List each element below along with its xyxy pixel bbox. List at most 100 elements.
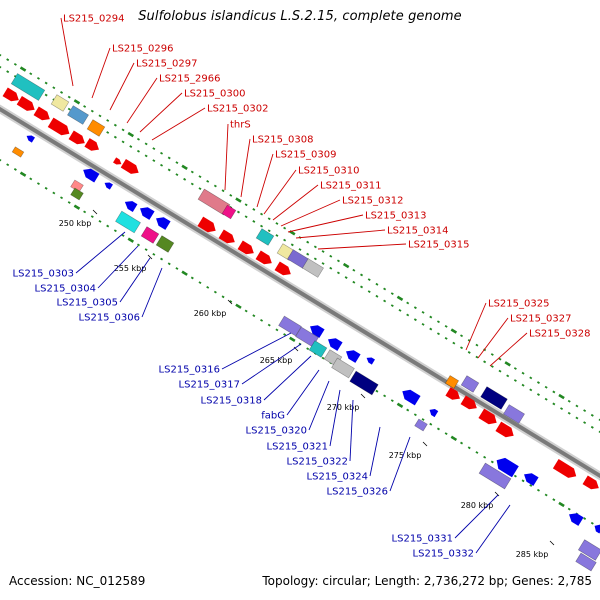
gc-dot [60, 91, 64, 94]
reverse-gene [569, 513, 584, 526]
gene-box [478, 462, 512, 490]
gc-dot [260, 319, 264, 322]
gene-arrow [124, 201, 138, 212]
label-reverse-gene: fabG [261, 411, 285, 422]
gc-dot [321, 250, 325, 253]
cog-feature [575, 552, 597, 572]
gc-dot [289, 336, 296, 342]
gc-dot [583, 409, 587, 413]
cog-feature [155, 235, 175, 253]
gc-dot [0, 65, 2, 69]
gc-dot [113, 229, 117, 233]
gc-dot [467, 446, 471, 450]
gene-arrow [346, 350, 361, 363]
gc-dot [106, 224, 110, 228]
callout-line [75, 231, 126, 274]
reverse-gene [524, 473, 539, 486]
gc-dot [342, 262, 350, 269]
gc-dot [167, 156, 171, 160]
reverse-gene [26, 135, 35, 143]
gc-dot [144, 248, 148, 252]
gene-arrow [552, 459, 577, 478]
gc-dot [152, 159, 156, 162]
gc-dot [44, 81, 48, 85]
cog-feature [115, 210, 141, 234]
gc-dot [290, 243, 294, 247]
label-reverse-gene: LS215_0306 [79, 313, 140, 324]
label-forward-gene: LS215_0311 [320, 181, 381, 192]
gc-dot [460, 441, 464, 445]
callout-line [295, 229, 386, 239]
gene-arrow [495, 421, 514, 438]
gc-dot [13, 62, 17, 66]
gc-dot [436, 332, 440, 336]
genome-backbone [0, 104, 600, 481]
gc-dot [113, 123, 117, 127]
gc-dot [375, 389, 379, 393]
forward-gene [495, 421, 514, 438]
gc-dot [344, 276, 348, 279]
tick-mark [293, 346, 299, 352]
gene-arrow [83, 168, 100, 183]
gc-dot [521, 479, 525, 483]
callout-line [224, 123, 229, 191]
label-forward-gene: LS215_0327 [510, 314, 571, 325]
gene-arrow [84, 138, 99, 151]
gc-dot [90, 109, 94, 113]
gc-dot [413, 318, 417, 322]
callout-line [221, 332, 292, 370]
forward-gene [237, 240, 254, 255]
gc-dot [429, 315, 433, 319]
gene-box [221, 204, 237, 220]
gc-dot [198, 281, 202, 285]
gene-box [577, 539, 600, 561]
gene-arrow [496, 457, 519, 478]
gc-dot [390, 399, 394, 403]
callout-line [272, 184, 319, 221]
gc-dot [452, 341, 456, 345]
gc-dot [321, 356, 325, 360]
gc-dot [483, 455, 487, 459]
label-reverse-gene: LS215_0332 [413, 549, 474, 560]
tick-label: 280 kbp [461, 501, 494, 510]
gc-dot [267, 229, 271, 233]
callout-line [97, 245, 139, 289]
gc-dot [275, 234, 279, 237]
gc-dot [352, 280, 356, 284]
gc-dot [6, 163, 10, 167]
forward-gene [274, 261, 291, 276]
gene-box [11, 146, 25, 158]
gene-box [70, 187, 84, 201]
gc-dot [260, 224, 264, 228]
gene-arrow [113, 157, 122, 165]
reverse-gene [83, 168, 100, 183]
gc-dot [235, 197, 242, 203]
gc-dot [490, 353, 494, 356]
callout-line [349, 399, 354, 462]
gene-box [302, 258, 324, 278]
gene-box [86, 119, 106, 137]
gc-dot [136, 137, 140, 141]
label-track: LS215_0294LS215_0296LS215_0297LS215_2966… [13, 14, 591, 560]
accession-label: Accession: NC_012589 [9, 574, 146, 588]
gc-dot [567, 507, 571, 511]
gc-dot [175, 161, 179, 165]
label-reverse-gene: LS215_0303 [13, 269, 74, 280]
tick-mark [549, 540, 555, 546]
gene-arrow [445, 387, 460, 400]
gc-dot [536, 393, 540, 396]
gc-dot [383, 299, 387, 303]
gc-dot [536, 488, 540, 492]
gc-dot [390, 292, 394, 296]
gene-arrow [460, 395, 477, 410]
label-forward-gene: LS215_0302 [207, 104, 268, 115]
reverse-gene [156, 217, 171, 230]
callout-line [317, 243, 407, 250]
gc-dot [252, 220, 256, 223]
gc-dot [73, 99, 81, 105]
gc-dot [175, 173, 179, 177]
gc-dot [450, 328, 458, 334]
label-forward-gene: LS215_0315 [408, 240, 469, 251]
gc-dot [336, 259, 340, 263]
